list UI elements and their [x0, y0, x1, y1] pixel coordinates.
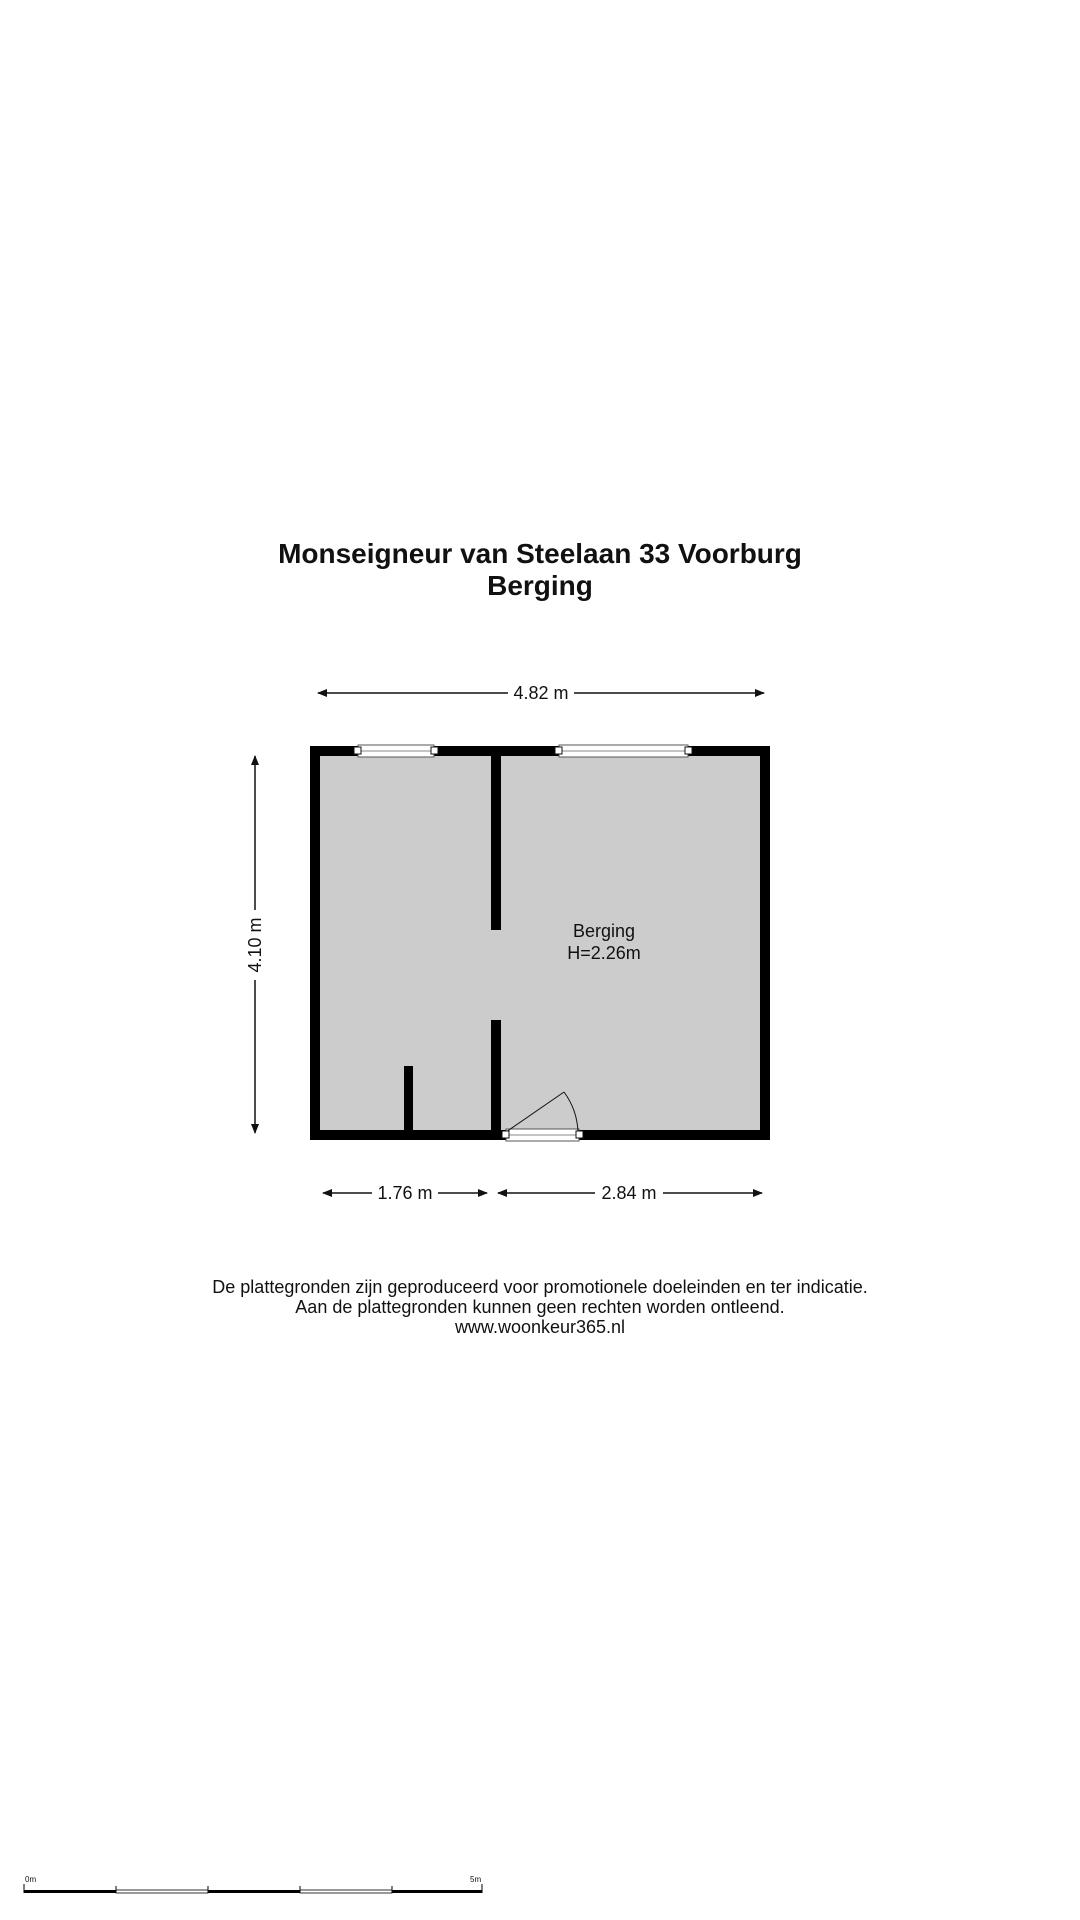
disclaimer: De plattegronden zijn geproduceerd voor … — [0, 1277, 1080, 1337]
floor-title: Berging — [487, 570, 593, 601]
dimension-left-section: 1.76 m — [322, 1183, 488, 1203]
disclaimer-line-2: Aan de plattegronden kunnen geen rechten… — [295, 1297, 785, 1317]
door — [501, 1091, 584, 1142]
dimension-overall-width: 4.82 m — [317, 683, 765, 703]
website-link[interactable]: www.woonkeur365.nl — [454, 1317, 626, 1337]
window-left — [353, 744, 439, 758]
room-floor — [318, 755, 764, 1132]
window-right — [554, 744, 693, 758]
dimension-label-depth: 4.10 m — [245, 917, 265, 972]
room-height: H=2.26m — [567, 943, 641, 963]
title-block: Monseigneur van Steelaan 33 Voorburg Ber… — [0, 538, 1080, 602]
dimension-right-section: 2.84 m — [497, 1183, 763, 1203]
room-name: Berging — [573, 921, 635, 941]
scale-start-label: 0m — [25, 1875, 36, 1884]
room-label-berging: Berging H=2.26m — [567, 921, 641, 963]
interior-walls — [404, 756, 501, 1132]
dimension-label-width: 4.82 m — [513, 683, 568, 703]
dimension-overall-depth: 4.10 m — [245, 755, 265, 1134]
address-title: Monseigneur van Steelaan 33 Voorburg — [278, 538, 802, 569]
disclaimer-line-1: De plattegronden zijn geproduceerd voor … — [212, 1277, 868, 1297]
dimension-label-right: 2.84 m — [601, 1183, 656, 1203]
scale-end-label: 5m — [470, 1875, 481, 1884]
scale-bar: 0m 5m — [23, 1875, 483, 1894]
dimension-label-left: 1.76 m — [377, 1183, 432, 1203]
